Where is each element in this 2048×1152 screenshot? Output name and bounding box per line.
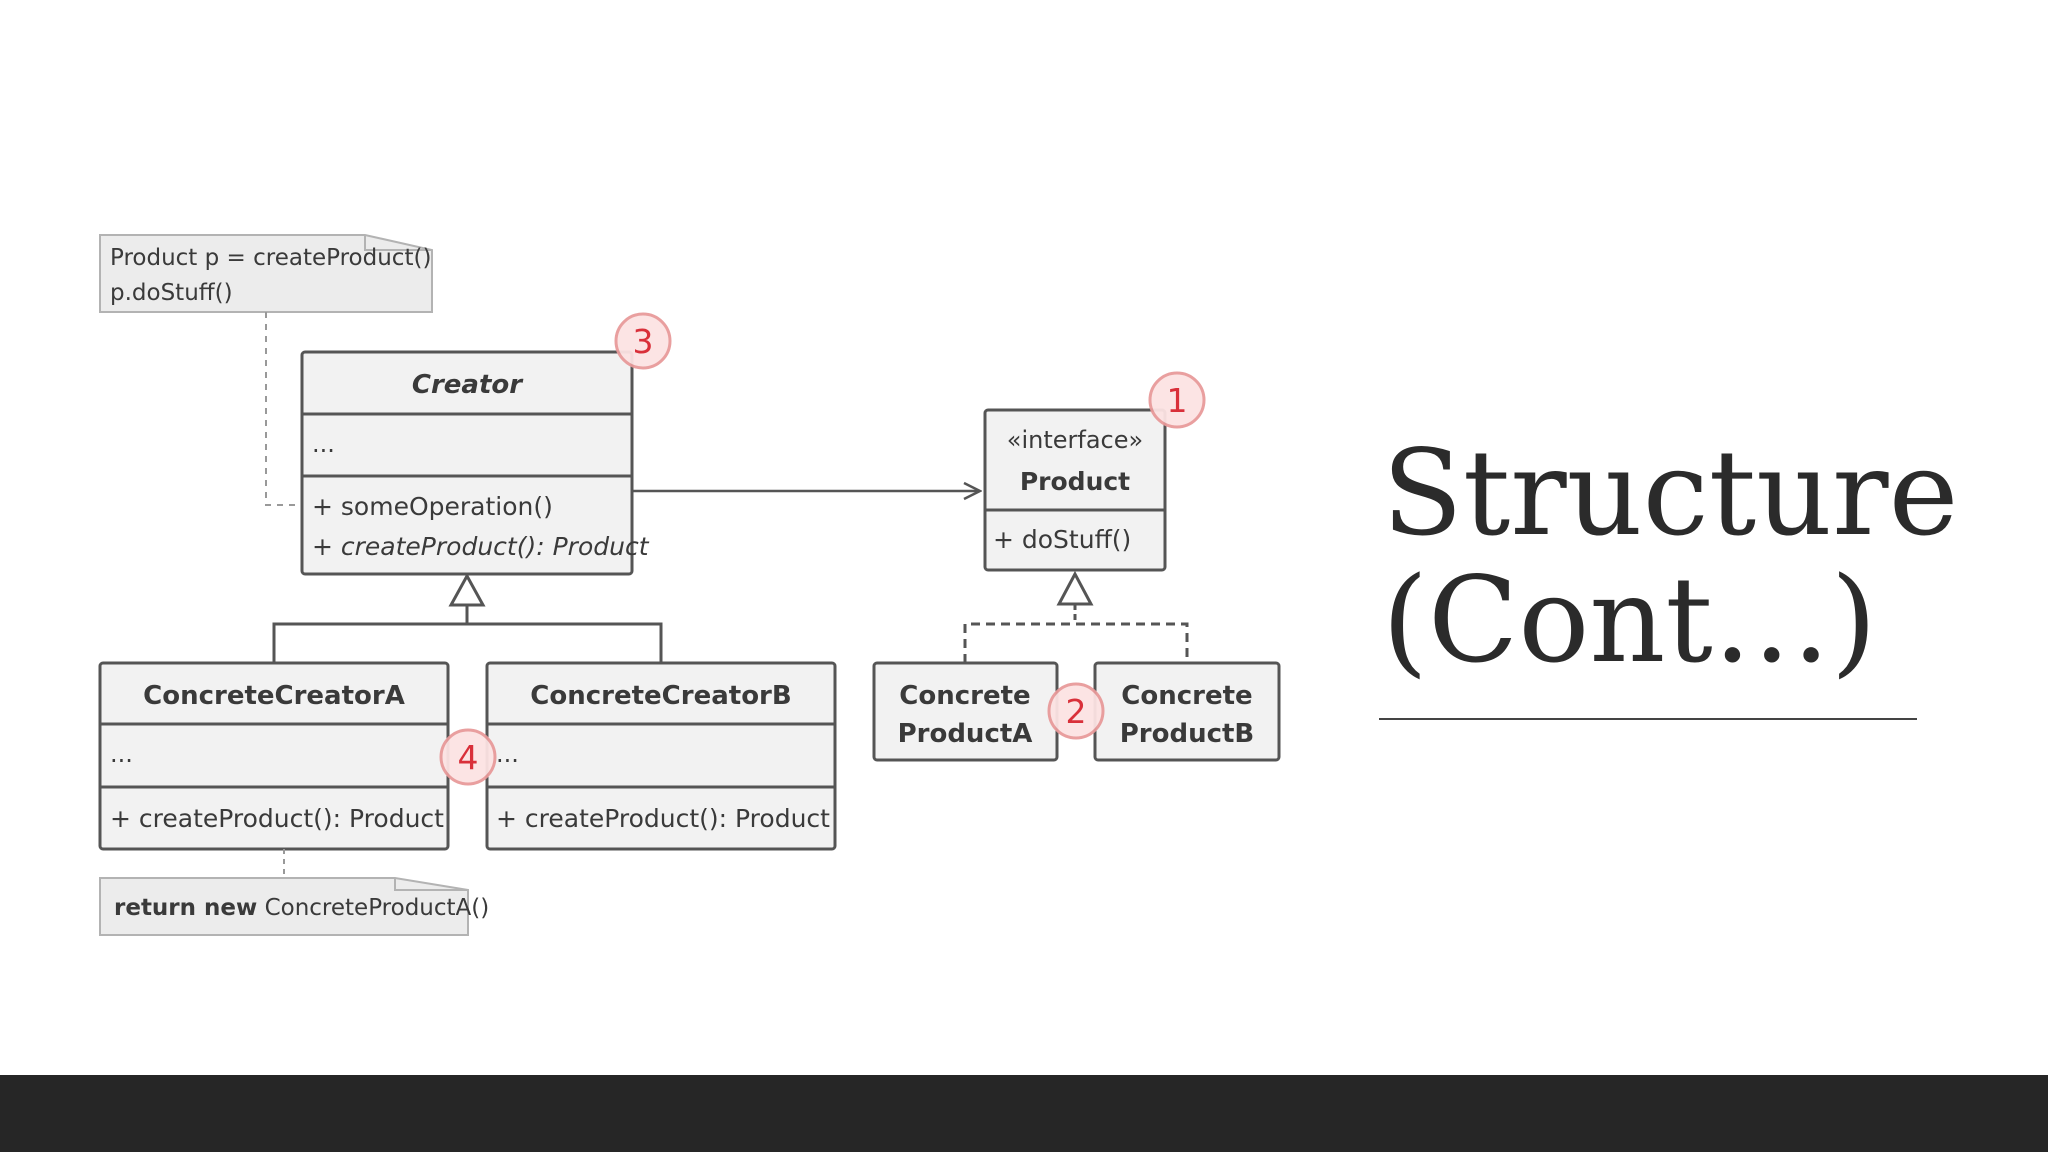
note-top-line1: Product p = createProduct() — [110, 245, 431, 271]
note-top-connector — [265, 312, 302, 506]
product-stereotype: «interface» — [1007, 426, 1143, 454]
concrete-product-b-line1: Concrete — [1121, 681, 1252, 711]
concrete-creator-a-method: + createProduct(): Product — [110, 804, 444, 833]
class-creator: Creator ... + someOperation() + createPr… — [300, 350, 650, 576]
concrete-creator-b-method: + createProduct(): Product — [496, 804, 830, 833]
slide-title-line2: (Cont…) — [1382, 551, 1877, 689]
badge-1: 1 — [1148, 371, 1206, 429]
badge-4: 4 — [439, 728, 497, 786]
concrete-creator-b-fields: ... — [496, 740, 519, 768]
concrete-product-a-line1: Concrete — [899, 681, 1030, 711]
product-name: Product — [1020, 467, 1130, 496]
note-bottom-rest: ConcreteProductA() — [257, 895, 489, 921]
class-concrete-product-a: Concrete ProductA — [872, 661, 1059, 762]
slide-title: Structure (Cont…) — [1382, 430, 2022, 684]
product-method: + doStuff() — [993, 525, 1131, 554]
badge-2-label: 2 — [1066, 692, 1087, 731]
slide-title-line1: Structure — [1382, 424, 1959, 562]
concrete-product-a-line2: ProductA — [898, 719, 1033, 749]
footer-bar — [0, 1075, 2048, 1152]
inheritance-triangle-creator — [448, 572, 486, 607]
class-concrete-creator-b: ConcreteCreatorB ... + createProduct(): … — [485, 661, 837, 851]
creator-name: Creator — [412, 370, 524, 400]
badge-3-label: 3 — [633, 322, 654, 361]
note-top: Product p = createProduct() p.doStuff() — [99, 234, 433, 313]
creator-method-someoperation: + someOperation() — [312, 492, 553, 521]
concrete-creator-a-fields: ... — [110, 740, 133, 768]
realization-products — [963, 570, 1189, 663]
badge-3: 3 — [614, 312, 672, 370]
class-concrete-product-b: Concrete ProductB — [1093, 661, 1281, 762]
concrete-product-b-line2: ProductB — [1120, 719, 1255, 749]
class-product: «interface» Product + doStuff() — [983, 408, 1167, 572]
badge-1-label: 1 — [1167, 381, 1188, 420]
note-top-line2: p.doStuff() — [110, 280, 233, 306]
title-underline — [1379, 718, 1917, 720]
inheritance-creators — [272, 572, 663, 663]
creator-fields: ... — [312, 430, 335, 458]
realization-triangle-product — [1056, 570, 1094, 606]
concrete-creator-b-name: ConcreteCreatorB — [530, 681, 791, 711]
creator-method-createproduct: + createProduct(): Product — [312, 532, 650, 561]
badge-4-label: 4 — [458, 738, 479, 777]
note-bottom-keyword: return new — [114, 895, 257, 921]
note-bottom-text: return new ConcreteProductA() — [114, 895, 489, 921]
concrete-creator-a-name: ConcreteCreatorA — [143, 681, 405, 711]
badge-2: 2 — [1047, 682, 1105, 740]
note-bottom: return new ConcreteProductA() — [99, 877, 489, 936]
class-concrete-creator-a: ConcreteCreatorA ... + createProduct(): … — [98, 661, 450, 851]
